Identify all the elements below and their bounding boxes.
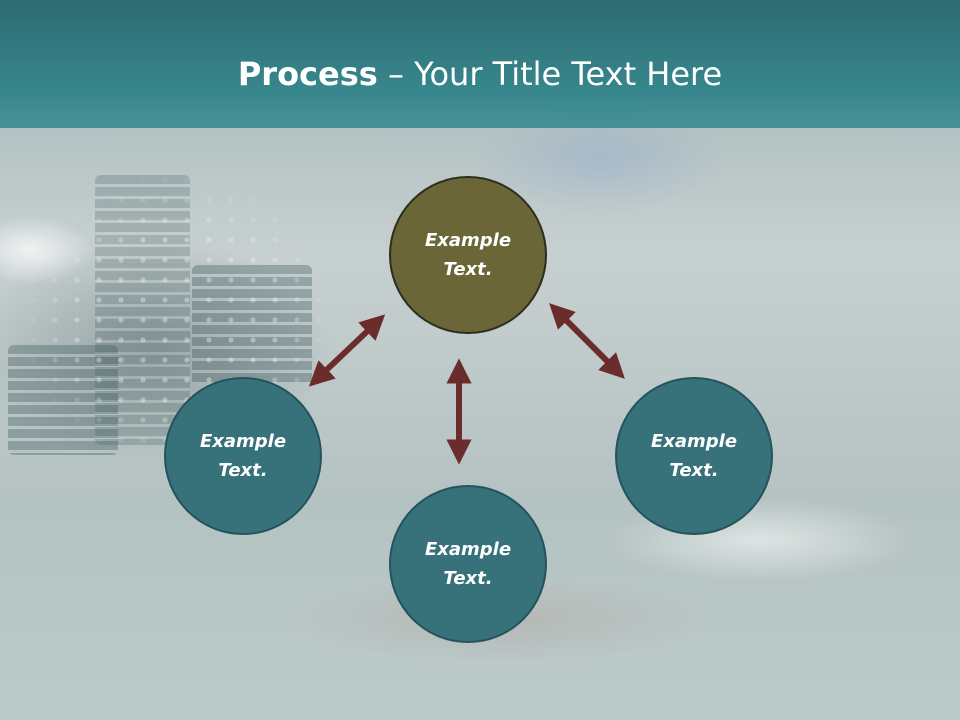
node-top-text: Example Text.: [424, 230, 512, 280]
title-bar: [0, 0, 960, 128]
process-node-bottom: Example Text.: [389, 485, 547, 643]
process-node-top: Example Text.: [389, 176, 547, 334]
arrow-top-right: [549, 303, 625, 379]
title-bold: Process: [237, 55, 378, 93]
title-rest: – Your Title Text Here: [377, 55, 723, 93]
chip-stack: [95, 175, 190, 445]
arrow-top-left: [308, 314, 386, 387]
process-node-left: Example Text.: [164, 377, 322, 535]
node-bottom-text: Example Text.: [424, 539, 512, 589]
node-right-text: Example Text.: [650, 431, 738, 481]
chip-stack: [192, 265, 312, 385]
slide-title: Process – Your Title Text Here: [0, 52, 960, 96]
process-node-right: Example Text.: [615, 377, 773, 535]
chip-stack: [8, 345, 118, 455]
node-left-text: Example Text.: [199, 431, 287, 481]
